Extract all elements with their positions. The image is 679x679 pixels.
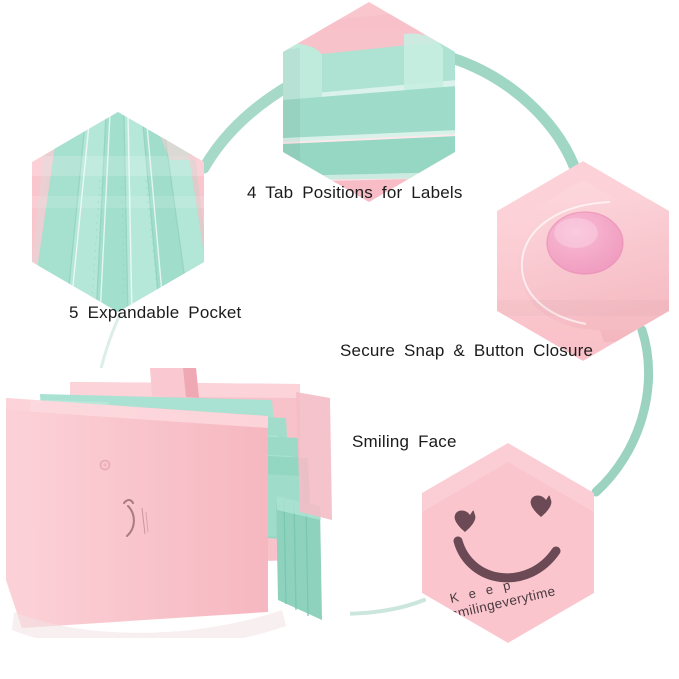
callout-label-tab-positions: 4 Tab Positions for Labels: [247, 183, 463, 202]
callout-label-expandable-pocket: 5 Expandable Pocket: [69, 303, 242, 322]
hexagon-tab-positions: [283, 2, 455, 202]
front-pocket: [6, 398, 268, 628]
gusset: [276, 496, 322, 620]
smile-arc: [453, 536, 561, 583]
connector-arc-tabs-to-snap: [446, 52, 580, 172]
connector-arc-snap-to-smile: [591, 325, 653, 497]
hexagon-smiling-face: K e e p smilingeverytime: [422, 443, 594, 643]
embossed-logo: [123, 499, 149, 537]
hero-product-photo: [0, 368, 350, 638]
hexagon-expandable-pocket: [32, 112, 204, 312]
heart-eye-right: [530, 495, 552, 517]
callout-label-smiling-face: Smiling Face: [352, 432, 457, 451]
snap-button: [547, 212, 623, 274]
snap-rivet: [99, 459, 111, 471]
callout-label-snap-closure: Secure Snap & Button Closure: [340, 341, 594, 360]
heart-eye-left: [454, 510, 476, 532]
